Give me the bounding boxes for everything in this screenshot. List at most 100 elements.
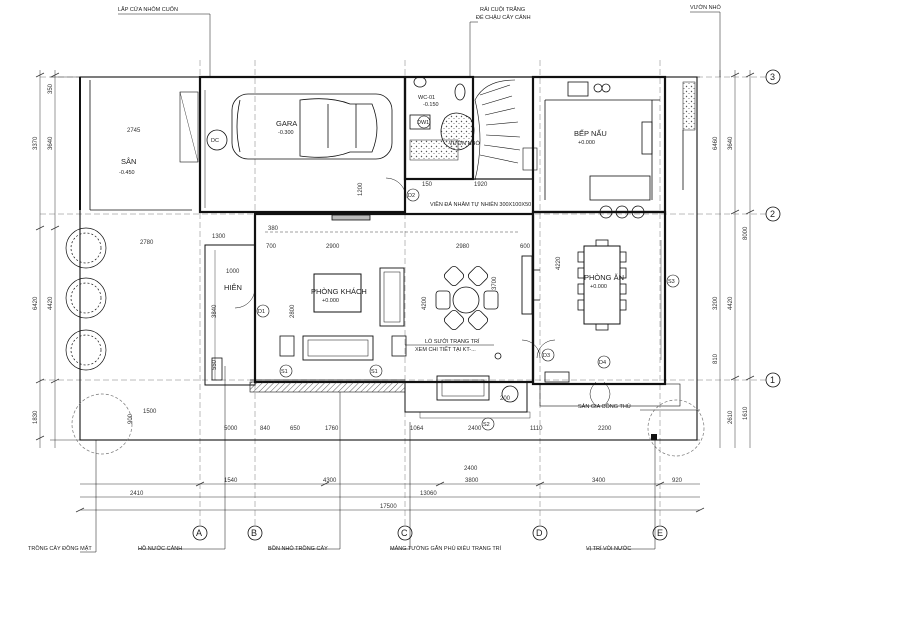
callout-ho-nuoc: HỒ NƯỚC CẢNH xyxy=(138,545,182,552)
dim-m34: 550 xyxy=(212,359,218,370)
vuon-nho-label: VƯỜN NHỎ xyxy=(449,140,481,147)
small-garden xyxy=(682,81,696,131)
callout-mang-tuong: MẢNG TƯỜNG GẮN PHÙ ĐIÊU TRANG TRÍ xyxy=(390,544,502,552)
dim-c1: 2410 xyxy=(130,491,144,497)
dim-b1: 1540 xyxy=(224,478,238,484)
dim-m1: 2780 xyxy=(140,240,154,246)
grid-row-3: 3 xyxy=(770,72,775,82)
dim-b4: 3400 xyxy=(592,478,606,484)
dim-right-4: 3200 xyxy=(713,296,719,310)
phong-an-label: PHÒNG ĂN xyxy=(584,273,624,282)
san-level: -0.450 xyxy=(119,170,135,176)
dim-m11: 4200 xyxy=(422,296,428,310)
tag-s2: S2 xyxy=(483,422,490,428)
phong-khach-label: PHÒNG KHÁCH xyxy=(311,287,367,296)
grid-col-c: C xyxy=(401,528,408,538)
dim-m18: 5000 xyxy=(224,426,238,432)
wc-01 xyxy=(403,75,475,181)
dim-m10: 2800 xyxy=(290,304,296,318)
grid-row-2: 2 xyxy=(770,209,775,219)
grid-row-1: 1 xyxy=(770,375,775,385)
kitchen xyxy=(522,75,667,219)
dim-m24: 810 xyxy=(713,353,719,364)
door-window-tags: DC D1 D2 D3 D4 S1 S1 S2 S3 DW1 xyxy=(211,120,675,428)
dim-m12: 3700 xyxy=(492,276,498,290)
wc-level: -0.150 xyxy=(423,102,439,108)
san-gia-cong-note: SẢN GIA CÔNG THỦ xyxy=(578,403,631,410)
dim-m5: 600 xyxy=(520,244,531,250)
bep-label: BẾP NẤU xyxy=(574,128,607,138)
callout-cuoi-trang-2: ĐỂ CHẬU CÂY CẢNH xyxy=(476,14,531,21)
grid-col-e: E xyxy=(657,528,663,538)
dim-m4: 700 xyxy=(266,244,277,250)
grid-bubbles xyxy=(192,69,781,541)
lo-suoi-note-1: LÒ SƯỞI TRANG TRÍ xyxy=(425,338,480,345)
wc-label: WC-01 xyxy=(418,95,435,101)
dim-m25: 1610 xyxy=(743,406,749,420)
callout-trong-cay: TRỒNG CÂY ĐỒNG MẶT xyxy=(28,545,92,552)
gara-level: -0.300 xyxy=(278,130,294,136)
dimension-lines xyxy=(35,70,755,513)
dim-m35: 200 xyxy=(500,396,511,402)
living-room xyxy=(253,211,540,384)
dim-left-2: 4420 xyxy=(48,296,54,310)
dim-c2: 13060 xyxy=(420,491,437,497)
dim-right-3: 4420 xyxy=(728,296,734,310)
grid-col-d: D xyxy=(536,528,543,538)
dim-m31: 350 xyxy=(48,83,54,94)
hien-label: HIÊN xyxy=(224,283,242,292)
dim-total: 17500 xyxy=(380,504,397,510)
dim-m23: 900 xyxy=(128,413,134,424)
tag-s1a: S1 xyxy=(281,369,288,375)
dim-m7: 1200 xyxy=(358,182,364,196)
dim-m14: 2400 xyxy=(468,426,482,432)
dim-b5: 920 xyxy=(672,478,683,484)
dim-m28: 4220 xyxy=(556,256,562,270)
dim-m32: 380 xyxy=(268,226,279,232)
tag-s1b: S1 xyxy=(371,369,378,375)
dim-b3: 3800 xyxy=(465,478,479,484)
dim-m27: 6460 xyxy=(713,136,719,150)
dim-right-2: 8000 xyxy=(743,226,749,240)
callout-vuon-nho: VƯỜN NHỎ xyxy=(690,4,722,11)
stairs xyxy=(472,76,534,181)
dim-m8: 1000 xyxy=(226,269,240,275)
grid-col-b: B xyxy=(251,528,257,538)
callout-bon-nho: BỒN NHỎ TRỒNG CÂY xyxy=(268,545,328,552)
dim-m30: 1300 xyxy=(212,234,226,240)
dim-m20: 650 xyxy=(290,426,301,432)
phong-an-level: +0.000 xyxy=(590,284,607,290)
tag-s3: S3 xyxy=(668,279,675,285)
dim-left-3: 6420 xyxy=(33,296,39,310)
tag-d4: D4 xyxy=(599,360,606,366)
dim-m0: 2745 xyxy=(127,128,141,134)
round-table xyxy=(435,265,499,331)
callouts: LẮP CỬA NHÔM CUỐN RẢI CUỘI TRẮNG ĐỂ CHẬU… xyxy=(28,4,722,552)
dim-m6: 1920 xyxy=(474,182,488,188)
room-labels: SÂN -0.450 GARA -0.300 WC-01 -0.150 VƯỜN… xyxy=(119,95,624,304)
dim-m29: 3370 xyxy=(33,136,39,150)
dc-tag xyxy=(206,129,228,151)
lo-suoi-note-2: XEM CHI TIẾT TẠI KT-... xyxy=(415,346,476,353)
bep-level: +0.000 xyxy=(578,140,595,146)
dim-left-1: 3640 xyxy=(48,136,54,150)
tag-dc: DC xyxy=(211,138,219,144)
veranda xyxy=(204,244,256,386)
dim-r0: 2400 xyxy=(464,466,478,472)
dim-right-1: 3640 xyxy=(728,136,734,150)
grid-col-a: A xyxy=(196,528,202,538)
dim-m26: 2610 xyxy=(728,410,734,424)
dim-m2: 2900 xyxy=(326,244,340,250)
callout-cuoi-trang-1: RẢI CUỘI TRẮNG xyxy=(480,5,525,13)
leader-lines xyxy=(80,11,721,553)
door-swings xyxy=(234,177,556,359)
dim-m3: 2980 xyxy=(456,244,470,250)
callout-cua-nhom: LẮP CỬA NHÔM CUỐN xyxy=(118,5,178,13)
callout-voi-nuoc: VỊ TRÍ VÒI NƯỚC xyxy=(586,545,631,552)
dim-m33: 150 xyxy=(422,182,433,188)
dim-m9: 3840 xyxy=(212,304,218,318)
gara-label: GARA xyxy=(276,119,297,128)
dim-m22: 1830 xyxy=(33,410,39,424)
dim-b2: 4300 xyxy=(323,478,337,484)
